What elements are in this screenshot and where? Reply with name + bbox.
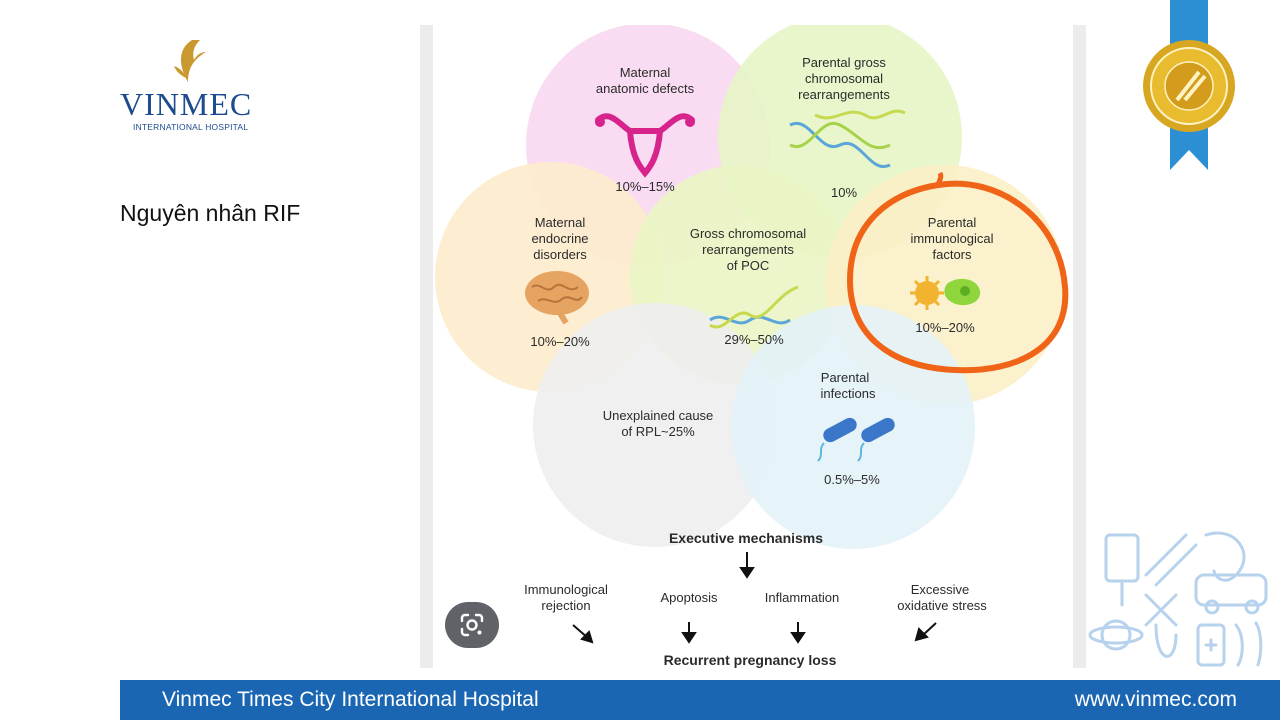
brain-icon xyxy=(525,271,589,325)
google-lens-icon xyxy=(460,613,484,637)
endocrine-label-1: Maternal xyxy=(535,215,586,230)
gross-poc-label-2: rearrangements xyxy=(702,242,794,257)
logo-wordmark: VINMEC xyxy=(120,86,253,122)
down-arrow-icon xyxy=(572,622,937,644)
vinmec-logo: VINMEC INTERNATIONAL HOSPITAL xyxy=(118,38,278,138)
mech-immuno-2: rejection xyxy=(541,598,590,613)
parental-gross-label-1: Parental gross xyxy=(802,55,886,70)
down-arrow-icon xyxy=(739,552,755,579)
footer-website[interactable]: www.vinmec.com xyxy=(1074,688,1237,711)
venn-diagram: Maternal anatomic defects 10%–15% Parent… xyxy=(435,25,1069,668)
immunological-value: 10%–20% xyxy=(915,320,975,335)
slide-title: Nguyên nhân RIF xyxy=(120,200,301,226)
circle-unexplained xyxy=(533,303,777,547)
lens-button[interactable] xyxy=(445,602,499,648)
infections-value: 0.5%–5% xyxy=(824,472,880,487)
mech-oxid-2: oxidative stress xyxy=(897,598,987,613)
executive-title: Executive mechanisms xyxy=(669,530,823,546)
bacteria-icon xyxy=(817,417,895,462)
gross-poc-value: 29%–50% xyxy=(724,332,784,347)
anatomic-label-1: Maternal xyxy=(620,65,671,80)
dna-helix-icon xyxy=(709,285,799,329)
infections-label-2: infections xyxy=(821,386,876,401)
vinmec-bird-icon xyxy=(174,40,206,82)
jci-seal-icon xyxy=(1143,40,1235,132)
logo-subtitle: INTERNATIONAL HOSPITAL xyxy=(133,122,249,132)
endocrine-value: 10%–20% xyxy=(530,334,590,349)
uterus-icon xyxy=(595,113,695,178)
endocrine-label-2: endocrine xyxy=(531,231,588,246)
endocrine-label-3: disorders xyxy=(533,247,587,262)
figure-panel: Maternal anatomic defects 10%–15% Parent… xyxy=(420,25,1086,668)
parental-gross-label-2: chromosomal xyxy=(805,71,883,86)
medical-icons-decoration xyxy=(1088,531,1268,667)
footer-hospital-name: Vinmec Times City International Hospital xyxy=(162,688,539,711)
immunological-label-1: Parental xyxy=(928,215,977,230)
parental-gross-label-3: rearrangements xyxy=(798,87,890,102)
unexplained-label-1: Unexplained cause xyxy=(603,408,714,423)
mech-inflammation: Inflammation xyxy=(765,590,839,605)
mech-oxid-1: Excessive xyxy=(911,582,970,597)
anatomic-value: 10%–15% xyxy=(615,179,675,194)
immune-cell-icon xyxy=(910,276,981,310)
mech-apoptosis: Apoptosis xyxy=(660,590,718,605)
parental-gross-value: 10% xyxy=(831,185,857,200)
outcome-label: Recurrent pregnancy loss xyxy=(664,652,837,668)
mech-immuno-1: Immunological xyxy=(524,582,608,597)
footer-bar: Vinmec Times City International Hospital… xyxy=(120,680,1280,720)
anatomic-label-2: anatomic defects xyxy=(596,81,695,96)
immunological-label-2: immunological xyxy=(910,231,993,246)
unexplained-label-2: of RPL~25% xyxy=(621,424,695,439)
dna-helix-icon xyxy=(789,109,906,169)
gross-poc-label-3: of POC xyxy=(727,258,770,273)
orange-highlight-circle xyxy=(846,180,1069,374)
immunological-label-3: factors xyxy=(932,247,972,262)
infections-label-1: Parental xyxy=(821,370,870,385)
gross-poc-label-1: Gross chromosomal xyxy=(690,226,806,241)
